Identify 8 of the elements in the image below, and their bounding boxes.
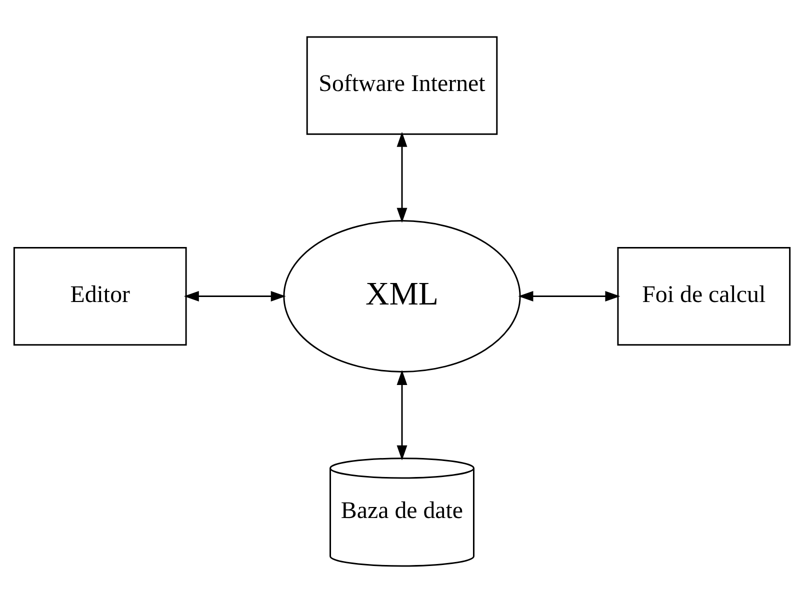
arrow [518,291,620,302]
arrow [396,132,408,223]
node-box: Software Internet [306,36,498,135]
arrow [184,291,286,302]
node-box: Foi de calcul [617,246,791,346]
node-box: Editor [13,246,187,346]
node-ellipse: XML [283,220,521,372]
arrow [396,370,408,460]
